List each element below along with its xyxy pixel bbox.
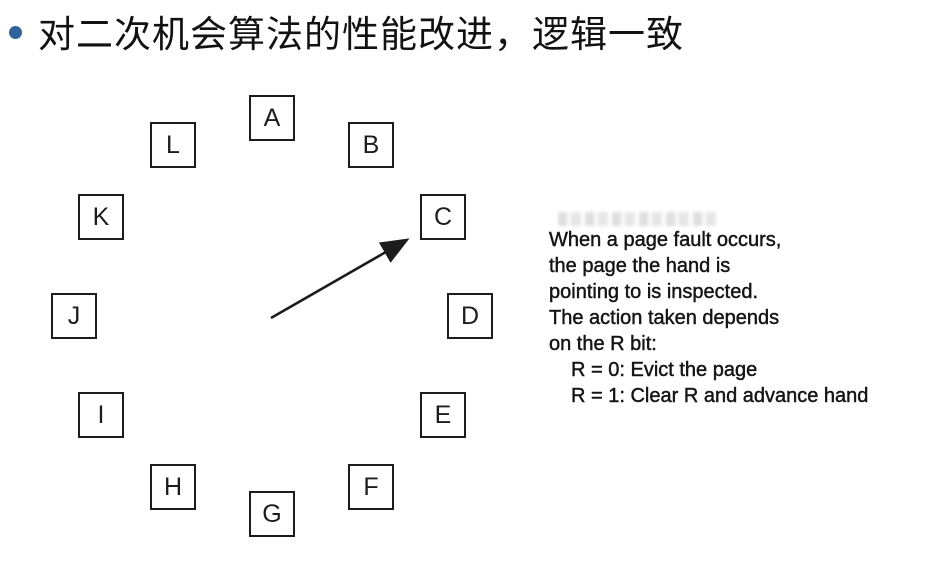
note-line: When a page fault occurs, [549,229,782,251]
note-line: on the R bit: [549,333,657,355]
page-frame-I: I [78,392,124,438]
ghost-text-artifact [558,212,716,226]
page-frame-C: C [420,194,466,240]
page-frame-F: F [348,464,394,510]
page-frame-A: A [249,95,295,141]
page-frame-B: B [348,122,394,168]
page-frame-K: K [78,194,124,240]
note-line: The action taken depends [549,307,780,329]
page-frame-G: G [249,491,295,537]
note-line: pointing to is inspected. [549,281,759,303]
page-frame-E: E [420,392,466,438]
page-frame-L: L [150,122,196,168]
note-line: R = 0: Evict the page [571,359,758,381]
note-line: the page the hand is [549,255,731,277]
page-title: 对二次机会算法的性能改进，逻辑一致 [38,15,684,56]
bullet-marker [9,26,22,39]
note-text: When a page fault occurs, the page the ha… [549,227,934,409]
note-line: R = 1: Clear R and advance hand [571,385,869,407]
page-frame-D: D [447,293,493,339]
page-frame-H: H [150,464,196,510]
page-frame-J: J [51,293,97,339]
